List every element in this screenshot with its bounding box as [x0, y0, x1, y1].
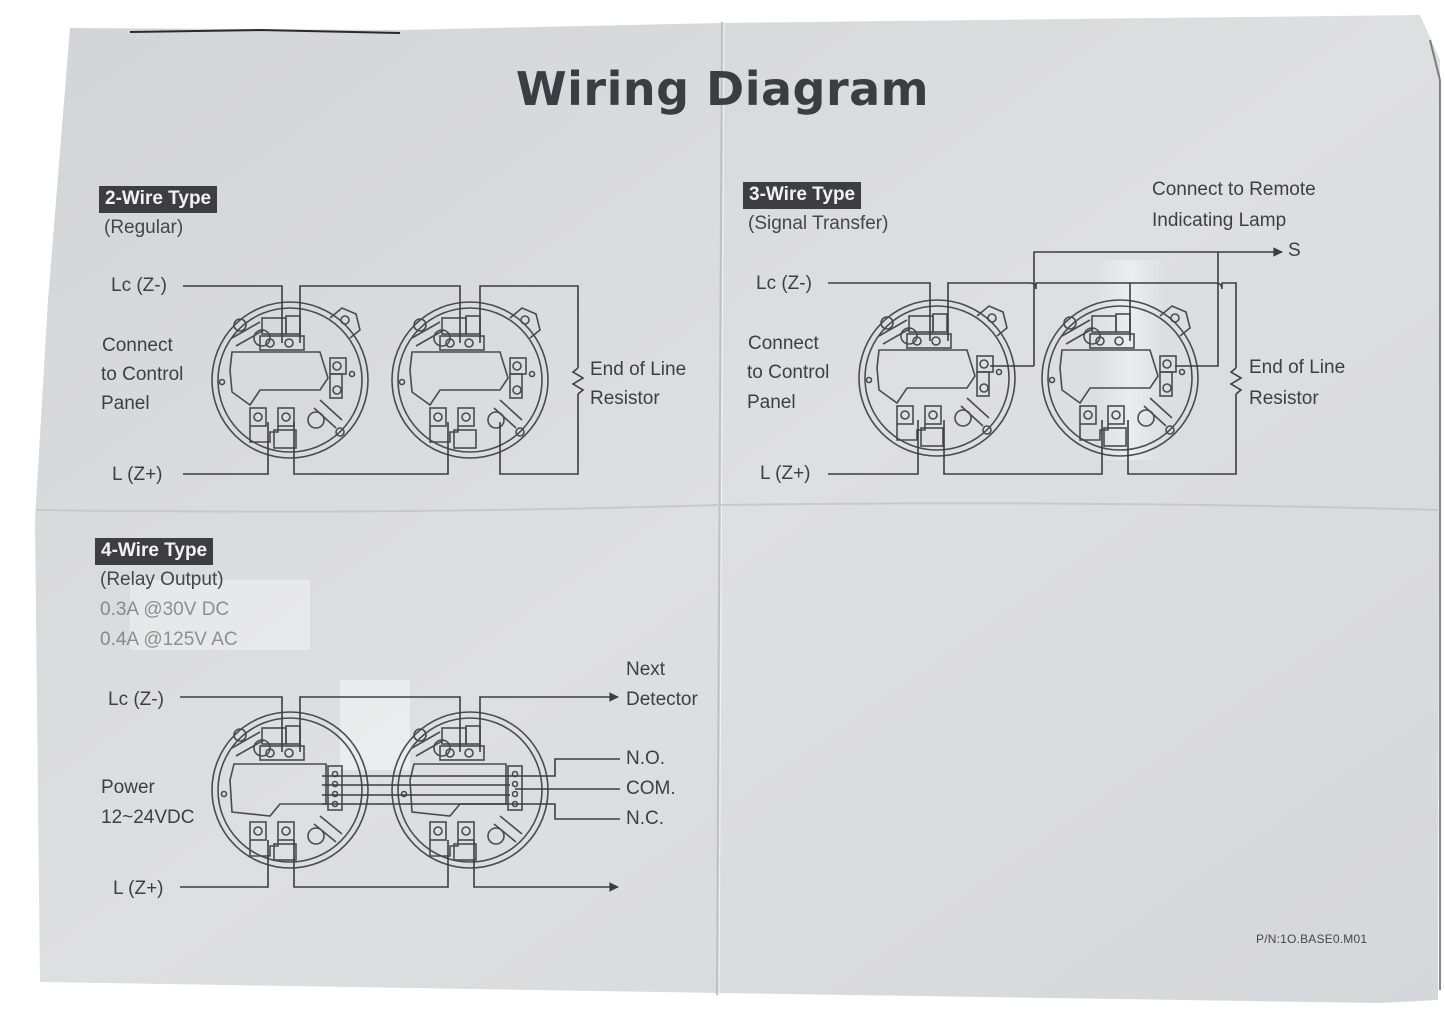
part-number: P/N:1O.BASE0.M01 [1256, 932, 1368, 946]
two-wire-connect-label-1: Connect [102, 335, 173, 356]
three-wire-remote-label-1: Connect to Remote [1152, 179, 1316, 200]
three-wire-diagram [828, 247, 1283, 475]
page-title: Wiring Diagram [515, 62, 930, 116]
two-wire-lc-label: Lc (Z-) [111, 275, 167, 296]
three-wire-connect-label-1: Connect [748, 333, 819, 354]
three-wire-eol-label-2: Resistor [1249, 388, 1319, 409]
two-wire-diagram [183, 285, 585, 475]
four-wire-power-label-1: Power [101, 777, 155, 798]
four-wire-next-label-2: Detector [626, 689, 698, 710]
three-wire-subtitle: (Signal Transfer) [748, 213, 889, 234]
four-wire-com-label: COM. [626, 778, 676, 799]
three-wire-lc-label: Lc (Z-) [756, 273, 812, 294]
two-wire-eol-label-2: Resistor [590, 388, 660, 409]
three-wire-remote-label-2: Indicating Lamp [1152, 210, 1287, 231]
three-wire-connect-label-2: to Control [747, 362, 830, 383]
four-wire-next-label-1: Next [626, 659, 666, 680]
four-wire-power-label-2: 12~24VDC [101, 807, 195, 828]
three-wire-l-label: L (Z+) [760, 463, 811, 484]
two-wire-connect-label-2: to Control [101, 364, 184, 385]
four-wire-nc-label: N.C. [626, 808, 664, 829]
two-wire-connect-label-3: Panel [101, 393, 150, 414]
four-wire-no-label: N.O. [626, 748, 666, 769]
four-wire-subtitle: (Relay Output) [100, 569, 224, 590]
four-wire-diagram [180, 692, 620, 892]
four-wire-rating-2: 0.4A @125V AC [100, 629, 238, 650]
three-wire-badge: 3-Wire Type [743, 182, 862, 209]
two-wire-l-label: L (Z+) [112, 464, 163, 485]
two-wire-subtitle: (Regular) [104, 217, 184, 238]
four-wire-rating-1: 0.3A @30V DC [100, 599, 230, 620]
four-wire-l-label: L (Z+) [113, 878, 164, 899]
three-wire-s-label: S [1288, 240, 1301, 261]
two-wire-badge: 2-Wire Type [99, 186, 218, 213]
four-wire-lc-label: Lc (Z-) [108, 689, 164, 710]
four-wire-badge: 4-Wire Type [95, 538, 214, 565]
three-wire-eol-label-1: End of Line [1249, 357, 1346, 378]
two-wire-eol-label-1: End of Line [590, 359, 687, 380]
three-wire-connect-label-3: Panel [747, 392, 796, 413]
